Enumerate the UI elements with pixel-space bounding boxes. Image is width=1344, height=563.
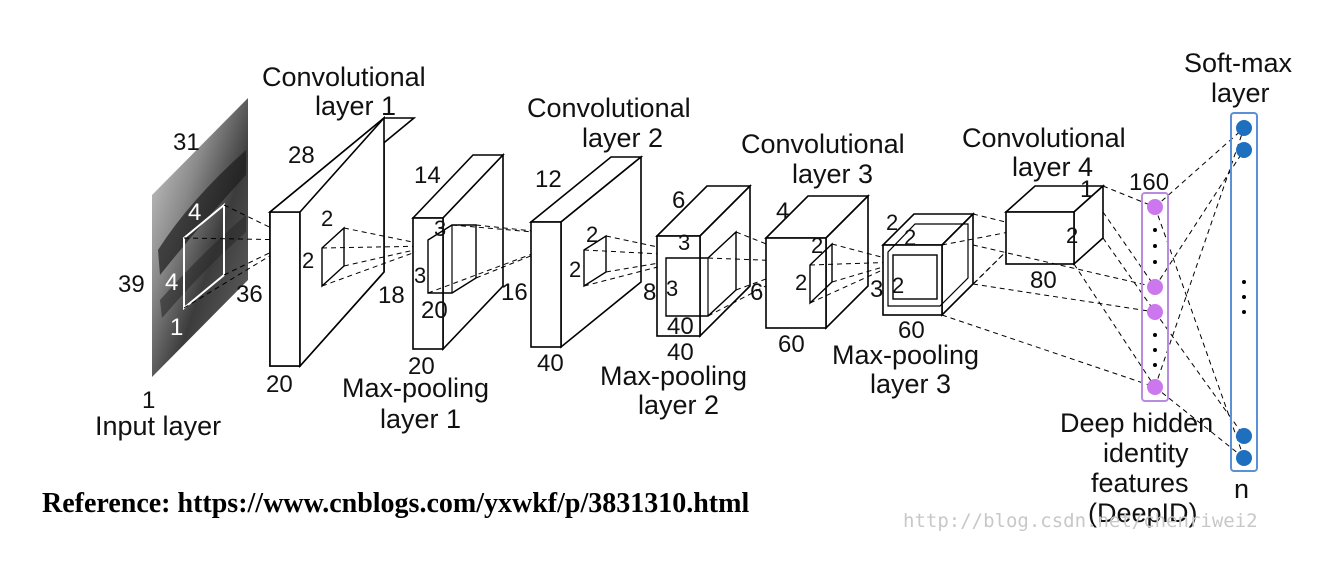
- input-depth-1: 1: [142, 387, 155, 414]
- pool2-depth-40b: 40: [667, 339, 694, 366]
- input-face-eye-shading: [158, 150, 246, 275]
- pool1-bottom-20: 20: [408, 353, 435, 380]
- deepid-label-line3: features: [1091, 468, 1189, 498]
- pool2-title-line1: Max-pooling: [600, 361, 747, 391]
- watermark-text: http://blog.csdn.net/chenriwei2: [903, 510, 1258, 532]
- conv3-size-4: 4: [776, 198, 789, 225]
- deepid-node: [1147, 279, 1163, 295]
- pool1-kernel-3b: 3: [414, 263, 426, 288]
- input-layer-label: Input layer: [95, 411, 221, 441]
- conv2-depth-40: 40: [537, 350, 564, 377]
- conv-layer-4: Convolutional layer 4 1 2 80: [962, 123, 1126, 294]
- softmax-title-line1: Soft-max: [1184, 48, 1293, 78]
- pool3-size-3: 3: [870, 276, 883, 303]
- conv2-title-line1: Convolutional: [527, 93, 691, 123]
- pool2-size-6: 6: [672, 187, 685, 214]
- pool3-kernel: [892, 254, 938, 300]
- conv-layer-3: Convolutional layer 3 4 6 2 2 60: [741, 129, 905, 358]
- pool2-kernel-3b: 3: [666, 276, 678, 301]
- pool1-size-14: 14: [414, 162, 441, 189]
- conv1-kernel-2b: 2: [302, 248, 314, 273]
- conv3-size-6: 6: [750, 279, 763, 306]
- conv3-title-line1: Convolutional: [741, 129, 905, 159]
- conv1-depth-20: 20: [266, 371, 293, 398]
- conv2-title-line2: layer 2: [582, 123, 663, 153]
- deepid-label-line2: identity: [1103, 438, 1189, 468]
- pool2-size-8: 8: [643, 279, 656, 306]
- pool3-size-2b: 2: [904, 225, 916, 250]
- conv4-title-line2: layer 4: [1012, 152, 1093, 182]
- pool1-size-18: 18: [378, 282, 405, 309]
- conv2-kernel-2b: 2: [569, 257, 581, 282]
- deepid-node: [1147, 304, 1163, 320]
- pool2-title-line2: layer 2: [638, 390, 719, 420]
- conv-layer-2: Convolutional layer 2 12 16 40 2 2: [501, 93, 691, 377]
- softmax-title-line2: layer: [1211, 78, 1270, 108]
- conv4-depth-80: 80: [1030, 267, 1057, 294]
- conv1-kernel-2a: 2: [321, 206, 333, 231]
- deepid-node: [1147, 379, 1163, 395]
- conv2-size-12: 12: [535, 166, 562, 193]
- maxpool-layer-1: 14 18 20 3 3 20 Max-pooling layer 1: [342, 153, 505, 434]
- pool1-kernel-3a: 3: [434, 216, 446, 241]
- pool3-title-line1: Max-pooling: [832, 340, 979, 370]
- conv3-kernel-2a: 2: [811, 233, 823, 258]
- input-kernel-4b: 4: [165, 269, 178, 296]
- softmax-layer: Soft-max layer n: [1184, 48, 1293, 504]
- softmax-node: [1236, 120, 1252, 136]
- maxpool-layer-2: 6 8 3 3 40 40 Max-pooling layer 2: [600, 184, 752, 420]
- pool3-title-line2: layer 3: [870, 369, 951, 399]
- pool3-depth-60: 60: [898, 317, 925, 344]
- reference-text: Reference: https://www.cnblogs.com/yxwkf…: [42, 488, 749, 519]
- conv4-kernel-2: 2: [1066, 223, 1078, 248]
- pool3-size-2a: 2: [886, 210, 898, 235]
- softmax-node: [1236, 428, 1252, 444]
- deepid-border: [1141, 192, 1169, 402]
- maxpool-layer-3: 2 2 3 2 60 Max-pooling layer 3: [832, 210, 979, 399]
- deepid-size-160: 160: [1129, 169, 1169, 196]
- input-face-image: [152, 98, 248, 377]
- softmax-border: [1230, 112, 1258, 472]
- deepid-node: [1147, 199, 1163, 215]
- conv4-title-line1: Convolutional: [962, 123, 1126, 153]
- input-size-39: 39: [118, 271, 145, 298]
- pool2-depth-40a: 40: [667, 313, 694, 340]
- input-size-31: 31: [173, 129, 200, 156]
- pool1-title-line2: layer 1: [380, 404, 461, 434]
- conv1-title-line2: layer 1: [315, 91, 396, 121]
- conv3-title-line2: layer 3: [792, 159, 873, 189]
- input-size-36: 36: [236, 281, 263, 308]
- deepid-layer: 160 Deep hidden identity features (DeepI…: [1060, 169, 1213, 528]
- conv-layer-1: Convolutional layer 1 28 20 2 2: [262, 62, 426, 398]
- softmax-size-n: n: [1234, 474, 1249, 504]
- conv3-depth-60: 60: [778, 331, 805, 358]
- conv3-kernel-2b: 2: [795, 270, 807, 295]
- conv1-size-28: 28: [288, 142, 315, 169]
- input-kernel-1: 1: [170, 314, 183, 341]
- softmax-node: [1236, 142, 1252, 158]
- deepid-label-line4: (DeepID): [1088, 498, 1198, 528]
- pool1-title-line1: Max-pooling: [342, 373, 489, 403]
- conv2-size-16: 16: [501, 279, 528, 306]
- softmax-node: [1236, 450, 1252, 466]
- connectors-to-deepid: [941, 185, 1156, 388]
- input-kernel-4a: 4: [188, 199, 201, 226]
- conv4-size-1: 1: [1080, 176, 1093, 203]
- connectors-deepid-softmax: [1154, 127, 1245, 459]
- input-layer: 31 39 4 4 1 36 1 Input layer: [95, 98, 263, 441]
- conv1-title-line1: Convolutional: [262, 62, 426, 92]
- conv2-kernel-2a: 2: [586, 222, 598, 247]
- pool3-kernel-2: 2: [892, 273, 904, 298]
- deepid-label-line1: Deep hidden: [1060, 408, 1213, 438]
- pool2-kernel-3a: 3: [678, 230, 690, 255]
- pool1-depth-20: 20: [421, 297, 448, 324]
